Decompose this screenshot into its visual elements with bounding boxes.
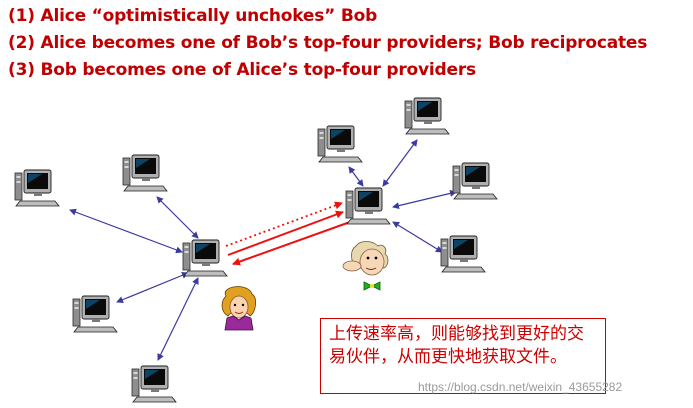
link-bob-peer-right (393, 192, 456, 207)
link-bob-peer-lower-right (393, 222, 442, 252)
computer-icon-peer-right (453, 163, 497, 199)
watermark-url: https://blog.csdn.net/weixin_43655282 (418, 380, 622, 394)
computer-icon-peer-left (15, 170, 59, 206)
alice-cartoon-icon (222, 287, 256, 330)
unchoke-dotted-arrow (226, 203, 342, 246)
link-alice-peer-bottom (158, 278, 198, 360)
reciprocate-arrow (228, 212, 343, 255)
computer-icon-alice (183, 240, 227, 276)
link-alice-peer-left (70, 210, 182, 252)
bob-cartoon-icon (343, 242, 388, 291)
link-bob-peer-top (383, 140, 417, 186)
upload-arrow (233, 222, 350, 264)
computer-icon-bob (346, 188, 390, 224)
alice-bob-exchange (226, 203, 350, 264)
computer-icon-peer-bottom (132, 366, 176, 402)
computer-icon-peer-upper-mid (318, 126, 362, 162)
link-alice-peer-top (157, 197, 198, 238)
link-bob-peer-upper-left (349, 167, 363, 186)
computer-icon-peer-upper (123, 155, 167, 191)
computer-icon-peer-lower-left (73, 296, 117, 332)
link-alice-peer-lower-left (117, 273, 188, 302)
computer-icon-peer-lower-right (441, 236, 485, 272)
computer-icon-peer-top-right (405, 98, 449, 134)
